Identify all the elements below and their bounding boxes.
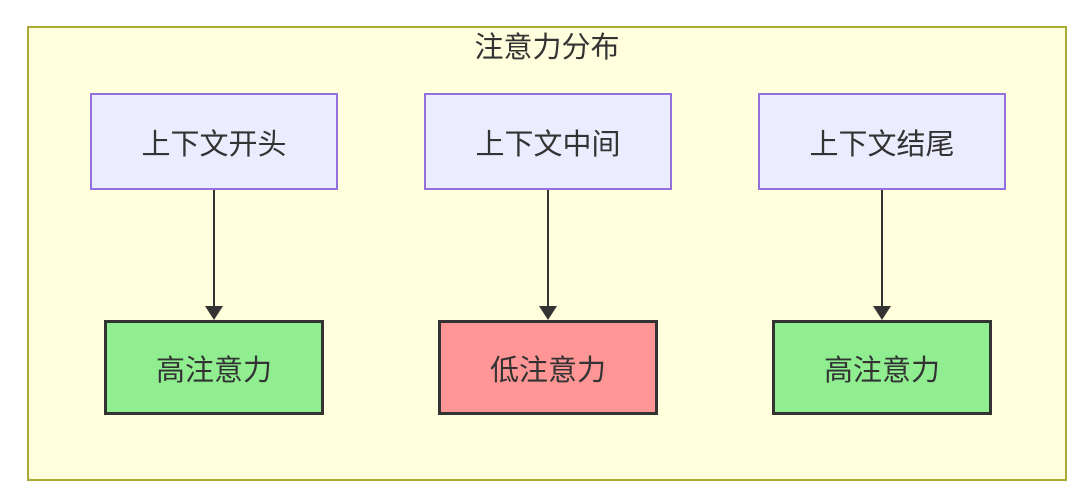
node-context-middle-label: 上下文中间 [475, 128, 621, 161]
node-high-attention-2-label: 高注意力 [823, 354, 940, 387]
node-context-start: 上下文开头 [90, 93, 338, 190]
arrowhead-icon [873, 306, 891, 320]
arrowhead-icon [205, 306, 223, 320]
node-low-attention-label: 低注意力 [489, 354, 606, 387]
arrowhead-icon [539, 306, 557, 320]
node-context-middle: 上下文中间 [424, 93, 672, 190]
node-high-attention-1-label: 高注意力 [155, 354, 272, 387]
arrow-line [547, 190, 549, 307]
node-context-end: 上下文结尾 [758, 93, 1006, 190]
node-high-attention-2: 高注意力 [772, 320, 992, 415]
node-context-start-label: 上下文开头 [141, 128, 287, 161]
arrow-line [213, 190, 215, 307]
arrow-line [881, 190, 883, 307]
node-context-end-label: 上下文结尾 [809, 128, 955, 161]
node-high-attention-1: 高注意力 [104, 320, 324, 415]
node-low-attention: 低注意力 [438, 320, 658, 415]
diagram-title: 注意力分布 [474, 32, 620, 64]
